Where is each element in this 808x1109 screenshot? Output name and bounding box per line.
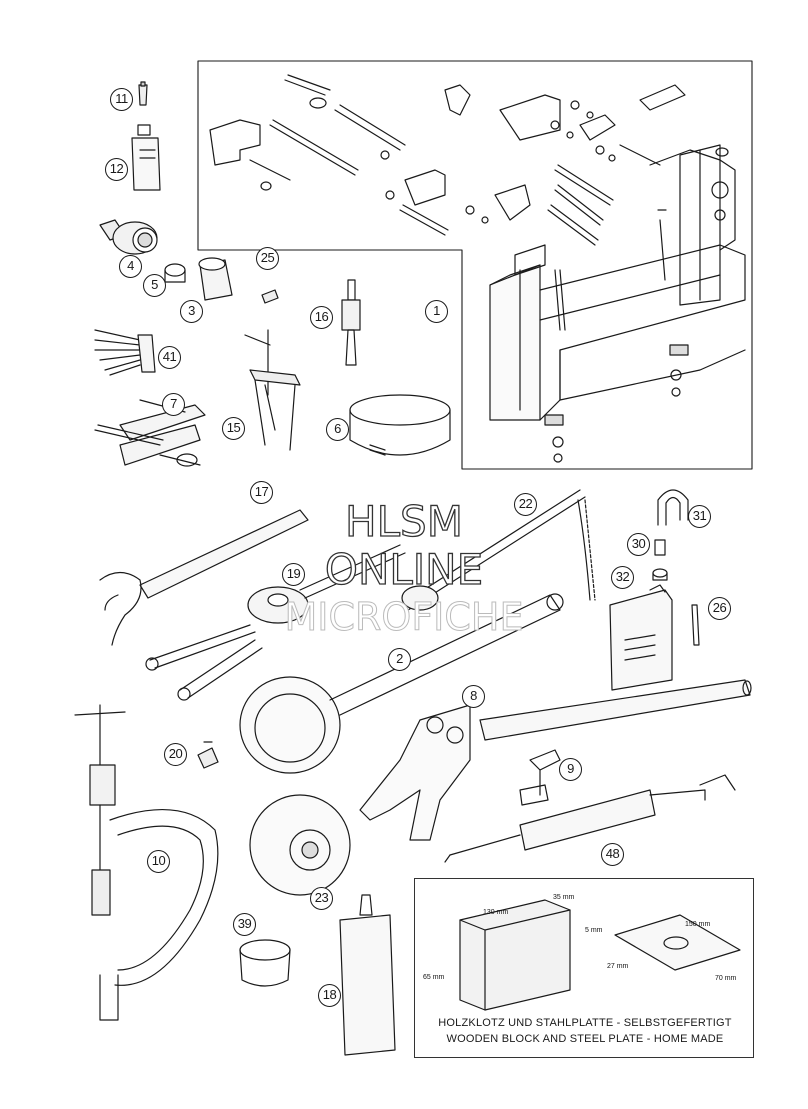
callout-23: 23 <box>310 887 333 910</box>
callout-39: 39 <box>233 913 256 936</box>
callout-4: 4 <box>119 255 142 278</box>
callout-19: 19 <box>282 563 305 586</box>
nipple-30 <box>654 539 666 556</box>
callout-6: 6 <box>326 418 349 441</box>
callout-9: 9 <box>559 758 582 781</box>
tool-16 <box>341 279 361 366</box>
pin-26 <box>691 604 700 646</box>
pin-25 <box>261 289 279 304</box>
stand-group-border <box>197 60 753 470</box>
sleeve-5 <box>164 263 186 283</box>
callout-17: 17 <box>250 481 273 504</box>
sealant-tube-18 <box>339 894 396 1056</box>
watermark-line-3: MICROFICHE <box>284 595 524 640</box>
callout-12: 12 <box>105 158 128 181</box>
tool-11 <box>138 81 148 106</box>
dim-block-width: 35 mm <box>553 894 575 901</box>
callout-10: 10 <box>147 850 170 873</box>
callout-1: 1 <box>425 300 448 323</box>
callout-8: 8 <box>462 685 485 708</box>
caption-english: WOODEN BLOCK AND STEEL PLATE - HOME MADE <box>446 1033 724 1045</box>
callout-11: 11 <box>110 88 133 111</box>
cap-32 <box>652 568 668 581</box>
puller-15 <box>244 329 301 451</box>
tube-bar <box>479 679 752 741</box>
callout-31: 31 <box>688 505 711 528</box>
sleeve-3 <box>198 257 233 301</box>
puller-4 <box>99 219 158 255</box>
hex-keys-41 <box>94 329 156 376</box>
callout-16: 16 <box>310 306 333 329</box>
callout-18: 18 <box>318 984 341 1007</box>
band-6 <box>349 394 451 456</box>
callout-41: 41 <box>158 346 181 369</box>
flywheel-puller-23 <box>249 794 351 896</box>
tool-8 <box>359 704 471 841</box>
valve-spring-compressor-10 <box>74 704 219 1021</box>
dim-hole-diameter: 27 mm <box>607 963 629 970</box>
callout-5: 5 <box>143 274 166 297</box>
engine-stand-1 <box>209 74 746 463</box>
puller-7 <box>94 399 206 467</box>
callout-3: 3 <box>180 300 203 323</box>
watermark-line-2: ONLINE <box>324 544 484 594</box>
bolt-20 <box>197 741 219 769</box>
homemade-tools-note-box: 130 mm 35 mm 65 mm 5 mm 150 mm 27 mm 70 … <box>414 878 754 1058</box>
oil-can <box>609 584 673 691</box>
hose-31 <box>657 489 689 526</box>
chain-holder-22 <box>399 489 596 613</box>
callout-2: 2 <box>388 648 411 671</box>
spanner-17 <box>99 509 309 646</box>
steel-plate-drawing <box>614 914 741 971</box>
callout-20: 20 <box>164 743 187 766</box>
socket-39 <box>239 939 291 987</box>
callout-26: 26 <box>708 597 731 620</box>
callout-22: 22 <box>514 493 537 516</box>
wooden-block-drawing <box>459 899 571 1011</box>
callout-15: 15 <box>222 417 245 440</box>
tool-9 <box>519 749 561 806</box>
callout-48: 48 <box>601 843 624 866</box>
callout-32: 32 <box>611 566 634 589</box>
dim-plate-length: 150 mm <box>685 921 711 928</box>
tool-19 <box>145 544 406 701</box>
watermark-line-1: HLSM <box>344 496 463 546</box>
dim-block-height: 65 mm <box>423 974 445 981</box>
callout-25: 25 <box>256 247 279 270</box>
dim-plate-width: 70 mm <box>715 975 737 982</box>
dim-plate-thickness: 5 mm <box>585 927 603 934</box>
loctite-bottle-12 <box>131 124 161 191</box>
caption-german: HOLZKLOTZ UND STAHLPLATTE - SELBSTGEFERT… <box>438 1017 732 1029</box>
callout-7: 7 <box>162 393 185 416</box>
clutch-holder-2 <box>239 593 564 774</box>
dim-block-length: 130 mm <box>483 909 509 916</box>
grease-gun-48 <box>444 774 736 863</box>
callout-30: 30 <box>627 533 650 556</box>
